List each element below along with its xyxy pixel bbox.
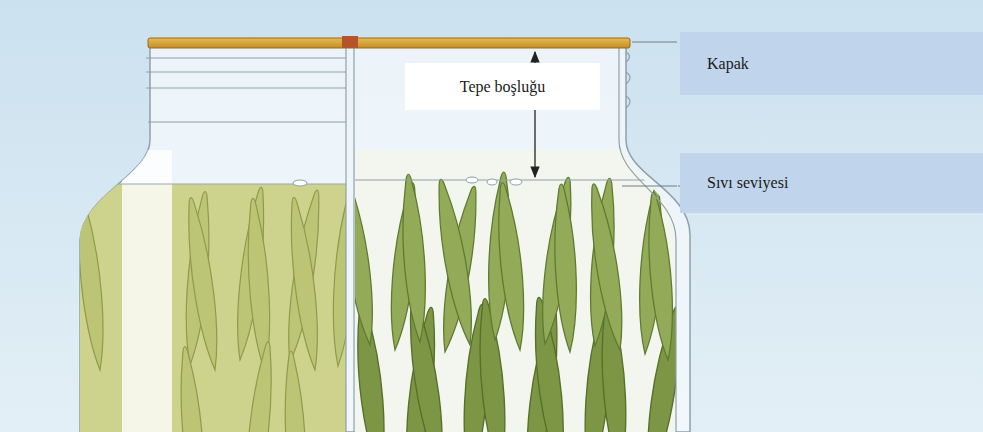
glass-walls-part [626, 52, 630, 108]
right-cutaway-part [487, 179, 497, 185]
right-cutaway-part [466, 177, 478, 183]
label-text: Sıvı seviyesi [707, 173, 788, 192]
left-contents-part-part [293, 180, 307, 186]
glass-walls [146, 46, 676, 432]
right-cutaway-part-part [551, 183, 580, 352]
left-contents-part-part [80, 184, 346, 432]
glass-walls-part [345, 46, 346, 432]
right-cutaway-part-part [431, 178, 480, 347]
callout-box: Kapak [680, 32, 983, 95]
left-contents-part-part-part [281, 351, 309, 432]
right-cutaway-part-part [584, 182, 630, 351]
right-cutaway-part [355, 150, 685, 432]
left-contents-part-part [80, 186, 346, 432]
right-cutaway-part [337, 171, 679, 360]
glass-walls-part [146, 58, 346, 122]
label-text: Kapak [707, 54, 749, 73]
left-contents-part-part-part [175, 346, 209, 432]
leader-lines-part [622, 185, 677, 186]
lid-part [148, 38, 630, 48]
left-contents-part-part-part [284, 196, 324, 371]
callout-box: Sıvı seviyesi [680, 153, 983, 213]
right-cutaway-part-part [398, 174, 430, 343]
left-contents-part-part [122, 150, 172, 432]
label-box: Tepe boşluğu [405, 63, 600, 110]
glass-walls-part [353, 46, 354, 432]
leader-lines [622, 42, 680, 186]
left-contents [72, 140, 359, 432]
label-text: Tepe boşluğu [460, 77, 546, 96]
left-contents-part [80, 150, 346, 432]
left-contents-part-part-part [328, 192, 346, 367]
right-cutaway-part-part [492, 182, 530, 351]
right-cutaway-part-part [643, 192, 678, 361]
left-contents-part-part-part [241, 341, 278, 432]
leader-lines-part [632, 41, 677, 42]
lid-part [342, 36, 358, 48]
right-cutaway [337, 150, 688, 432]
lid [148, 36, 630, 48]
right-cutaway-part [510, 179, 522, 185]
glass-walls-part [619, 48, 676, 432]
left-contents-part-part-part [181, 196, 224, 371]
right-cutaway-part-part [337, 177, 381, 346]
left-contents-part-part-part [80, 196, 109, 371]
